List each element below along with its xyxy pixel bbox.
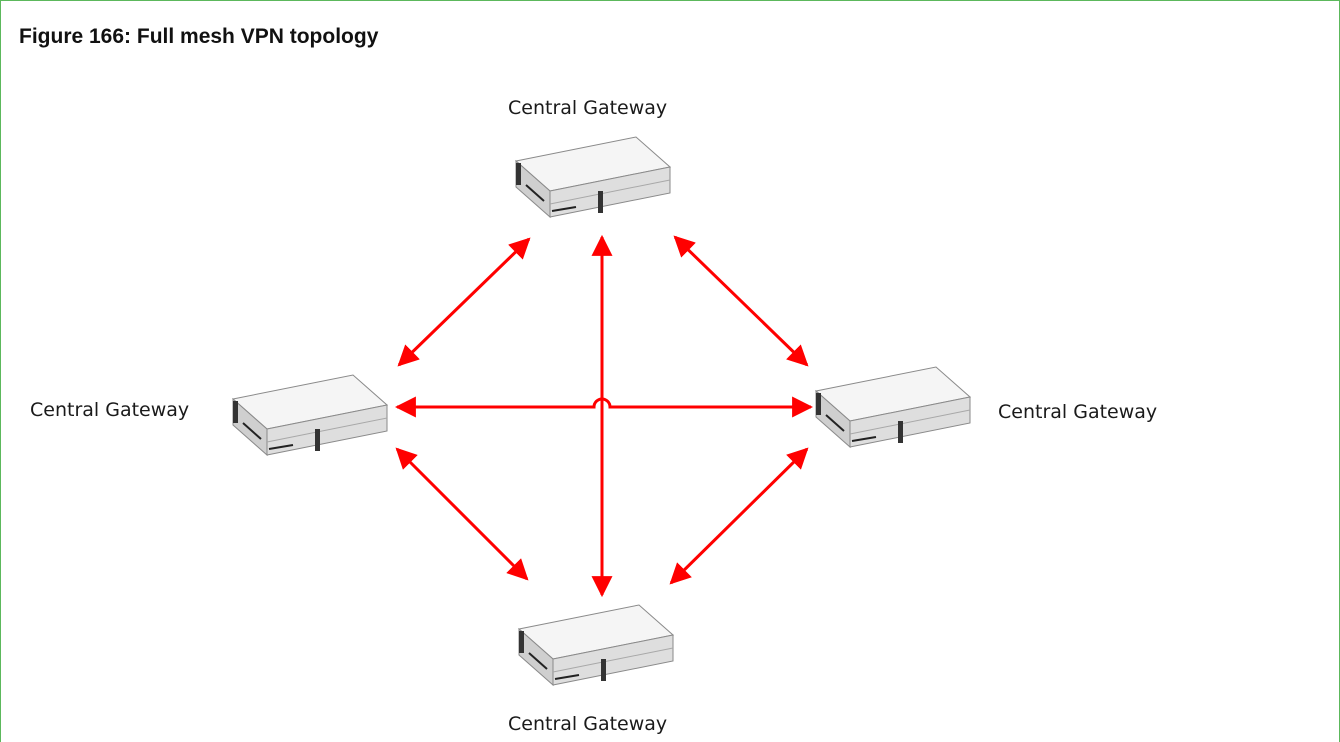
link-top-right — [673, 235, 809, 367]
link-left-right — [394, 396, 814, 418]
node-label-top: Central Gateway — [508, 97, 668, 119]
server-icon — [232, 374, 388, 456]
node-label-left: Central Gateway — [30, 399, 190, 421]
link-right-bottom — [669, 447, 809, 585]
server-icon — [815, 366, 971, 448]
link-left-bottom — [395, 447, 529, 581]
node-label-right: Central Gateway — [998, 401, 1158, 423]
figure-title: Figure 166: Full mesh VPN topology — [19, 25, 379, 48]
link-top-left — [397, 237, 531, 367]
node-label-bottom: Central Gateway — [508, 713, 668, 735]
server-icon — [515, 136, 671, 218]
server-icon — [518, 604, 674, 686]
